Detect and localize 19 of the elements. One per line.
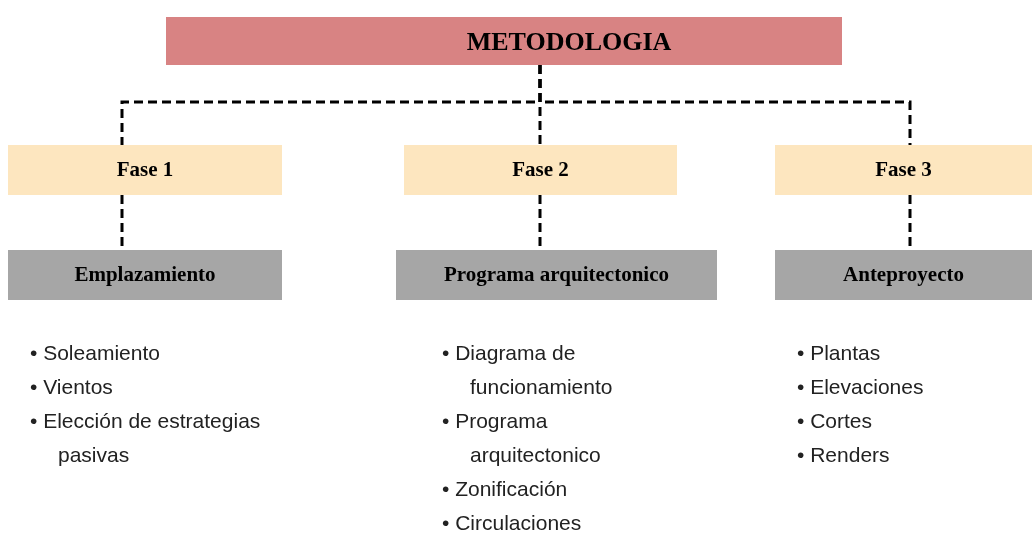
phase-box: Fase 2 [404, 145, 677, 195]
bullet-item: • Elevaciones [797, 374, 925, 400]
bullet-item: • Renders [797, 442, 891, 468]
phase-box: Fase 3 [775, 145, 1032, 195]
bullet-item: • Soleamiento [30, 340, 161, 366]
bullet-item: • Elección de estrategias pasivas [30, 408, 262, 468]
bullet-item: • Vientos [30, 374, 114, 400]
bullet-item: • Programa arquitectonico [442, 408, 602, 468]
bullet-item: • Cortes [797, 408, 874, 434]
title-box: METODOLOGIA [166, 17, 842, 65]
step-box: Programa arquitectonico [396, 250, 717, 300]
bullet-item: • Plantas [797, 340, 882, 366]
phase-box: Fase 1 [8, 145, 282, 195]
step-box: Emplazamiento [8, 250, 282, 300]
step-box: Anteproyecto [775, 250, 1032, 300]
bullet-item: • Zonificación [442, 476, 569, 502]
bullet-item: • Diagrama de funcionamiento [442, 340, 614, 400]
dashed-connector [538, 65, 912, 145]
bullet-item: • Circulaciones [442, 510, 583, 534]
